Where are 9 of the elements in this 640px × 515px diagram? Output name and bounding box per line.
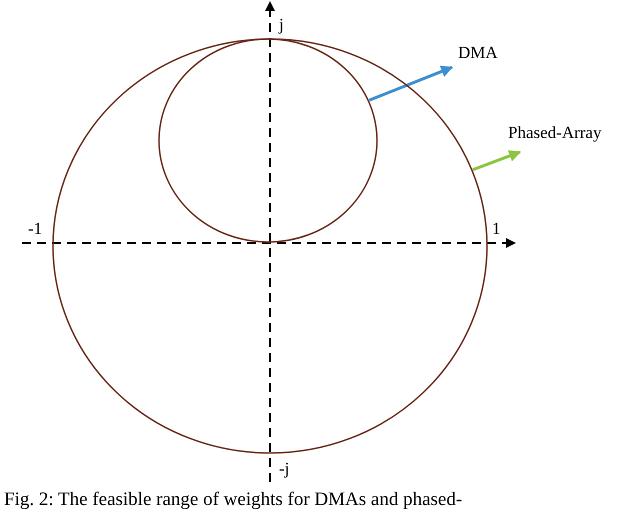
axis-label: j xyxy=(279,14,284,36)
axis-label: -j xyxy=(279,458,290,480)
axis-label: 1 xyxy=(492,218,500,240)
leader-arrow xyxy=(472,150,522,172)
caption: Fig. 2: The feasible range of weights for DMAs and phased- xyxy=(4,488,462,512)
leader-arrow xyxy=(368,66,454,102)
series-label: DMA xyxy=(458,40,518,66)
series-label: Phased-Array xyxy=(508,120,633,146)
axis-label: -1 xyxy=(28,218,42,240)
